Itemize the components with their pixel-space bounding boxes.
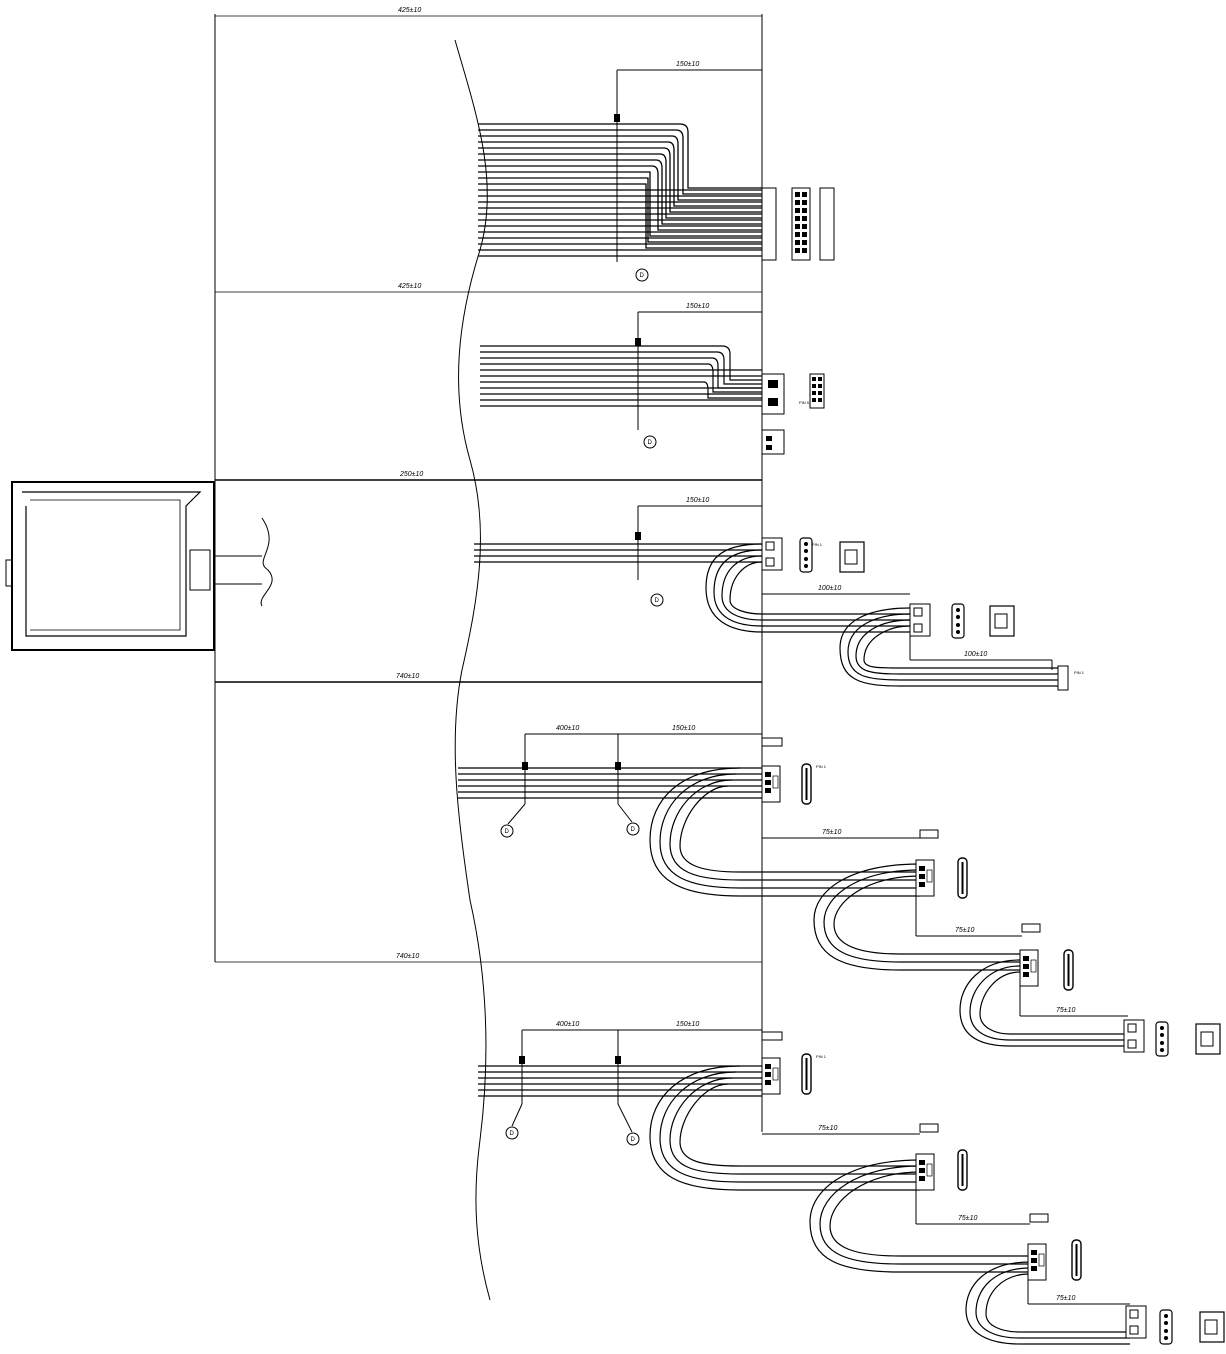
frame-lines [214,14,763,1132]
dim-sata-a-split: 400±10 [556,725,579,732]
pin-label-cpu: PIN 5 [799,400,810,405]
dim-sata-a-step1: 75±10 [822,829,842,836]
harness-sata-b: 400±10 150±10 D D [478,1021,1225,1345]
dim-sata-a-step2: 75±10 [955,927,975,934]
marker-main: D [640,273,645,279]
break-line [454,39,491,1301]
harness-cpu-eps: 150±10 D PIN 5 [480,303,825,455]
marker-sata-a-1: D [505,829,510,835]
pin-label-molex-end: PIN 1 [1074,670,1085,675]
marker-molex: D [655,598,660,604]
dim-molex-breakout: 150±10 [686,497,709,504]
dim-sata-b-split: 400±10 [556,1021,579,1028]
dim-sata-b-step2: 75±10 [958,1215,978,1222]
dim-molex-mid2: 100±10 [964,651,987,658]
marker-sata-a-2: D [631,827,636,833]
dim-molex-mid1: 100±10 [818,585,841,592]
harness-molex: 150±10 D PIN 1 100±10 100±10 [474,497,1085,691]
marker-sata-b-1: D [510,1131,515,1137]
dim-sata-b-step3: 75±10 [1056,1295,1076,1302]
dim-sata-a-length: 740±10 [396,673,419,680]
harness-sata-a: 400±10 150±10 D D [458,725,1221,1057]
dim-main-length: 425±10 [398,7,421,14]
dim-molex-length: 250±10 [399,471,423,478]
dim-sata-a-step3: 75±10 [1056,1007,1076,1014]
dim-sata-b-breakout: 150±10 [676,1021,699,1028]
dim-sata-b-step1: 75±10 [818,1125,838,1132]
dim-cpu-breakout: 150±10 [686,303,709,310]
dim-sata-b-length: 740±10 [396,953,419,960]
marker-cpu: D [648,440,653,446]
pin-label-molex-1: PIN 1 [812,542,823,547]
pin-label-sata-a-1: PIN 1 [816,764,827,769]
dim-cpu-length: 425±10 [398,283,421,290]
harness-main-atx: 150±10 D [478,61,835,282]
marker-sata-b-2: D [631,1137,636,1143]
dim-sata-a-breakout: 150±10 [672,725,695,732]
psu-body [5,481,273,651]
pin-label-sata-b-1: PIN 1 [816,1054,827,1059]
dim-main-breakout: 150±10 [676,61,699,68]
